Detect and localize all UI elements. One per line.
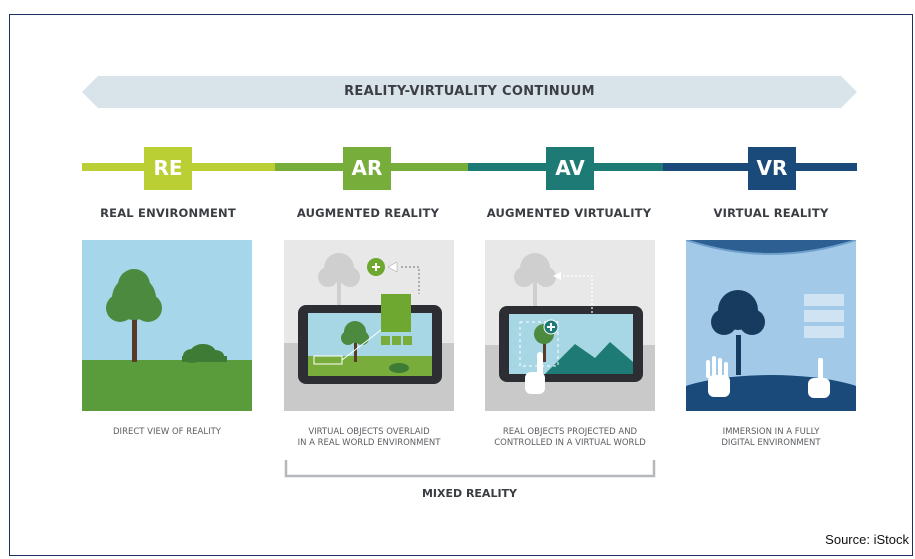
plus-icon bbox=[543, 319, 559, 335]
hand-icon bbox=[706, 356, 730, 397]
badge-ar: AR bbox=[343, 147, 391, 190]
panel-augmented-virtuality bbox=[485, 240, 655, 411]
panel-virtual-reality bbox=[686, 240, 856, 411]
caption-re: DIRECT VIEW OF REALITY bbox=[113, 427, 221, 437]
panel-augmented-reality bbox=[284, 240, 454, 411]
bush-icon bbox=[182, 344, 227, 363]
continuum-banner bbox=[82, 76, 857, 108]
plus-icon bbox=[367, 258, 385, 276]
badge-vr: VR bbox=[748, 147, 796, 190]
caption-ar: VIRTUAL OBJECTS OVERLAID IN A REAL WORLD… bbox=[297, 427, 441, 448]
tree-icon bbox=[341, 321, 369, 362]
continuum-title: REALITY-VIRTUALITY CONTINUUM bbox=[344, 84, 595, 99]
title-av: AUGMENTED VIRTUALITY bbox=[486, 206, 652, 220]
hand-icon bbox=[525, 352, 545, 394]
tree-icon bbox=[711, 290, 765, 375]
caption-av: REAL OBJECTS PROJECTED AND CONTROLLED IN… bbox=[494, 427, 646, 448]
title-ar: AUGMENTED REALITY bbox=[296, 206, 440, 220]
title-vr: VIRTUAL REALITY bbox=[713, 206, 829, 220]
caption-vr: IMMERSION IN A FULLY DIGITAL ENVIRONMENT bbox=[721, 427, 821, 448]
badge-re: RE bbox=[144, 147, 192, 190]
badge-av: AV bbox=[546, 147, 594, 190]
panel-real-environment bbox=[82, 240, 252, 411]
title-re: REAL ENVIRONMENT bbox=[100, 206, 236, 220]
tree-icon bbox=[106, 269, 162, 322]
hand-icon bbox=[808, 358, 830, 398]
mixed-reality-bracket bbox=[284, 460, 656, 478]
mixed-reality-label: MIXED REALITY bbox=[421, 487, 518, 500]
source-credit: Source: iStock bbox=[825, 532, 909, 547]
